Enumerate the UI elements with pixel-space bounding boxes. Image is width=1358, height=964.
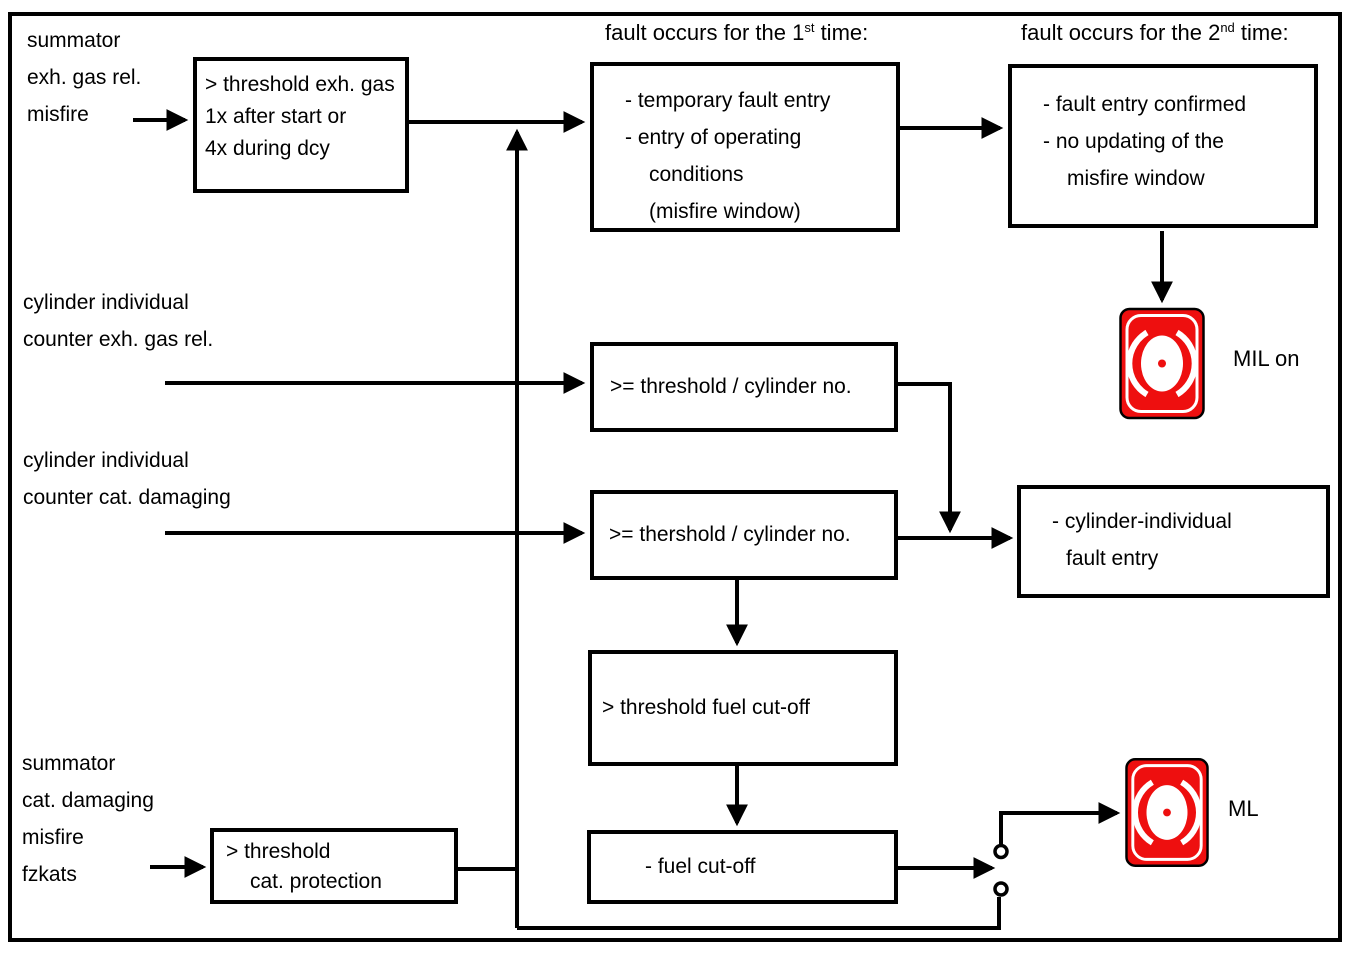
mil-warning-lamp-icon [1119, 307, 1205, 420]
ml-warning-lamp-icon [1125, 758, 1209, 867]
label-ml: ML [1228, 796, 1259, 821]
box-fuel-cutoff: - fuel cut-off [587, 830, 898, 904]
box-threshold-fuel-cutoff: > threshold fuel cut-off [588, 650, 898, 766]
label-cylinder-counter-cat: cylinder individual counter cat. damagin… [23, 449, 231, 509]
diagram-border [8, 12, 1342, 942]
box-threshold-cat-protection: > threshold cat. protection [210, 828, 458, 904]
label-cylinder-counter-exh: cylinder individual counter exh. gas rel… [23, 291, 214, 351]
label-summator-cat-damaging: summator cat. damaging misfire fzkats [22, 752, 154, 886]
header-fault-second-time: fault occurs for the 2nd time: [1021, 20, 1289, 45]
box-threshold-cylinder-exh: >= threshold / cylinder no. [590, 342, 898, 432]
label-mil-on: MIL on [1233, 346, 1300, 371]
box-first-time-actions: - temporary fault entry - entry of opera… [590, 62, 900, 232]
box-threshold-exh-gas: > threshold exh. gas 1x after start or 4… [193, 57, 409, 193]
box-second-time-actions: - fault entry confirmed - no updating of… [1008, 64, 1318, 228]
label-summator-exh-gas: summator exh. gas rel. misfire [27, 29, 142, 126]
box-threshold-cylinder-cat: >= thershold / cylinder no. [590, 490, 898, 580]
header-fault-first-time: fault occurs for the 1st time: [605, 20, 869, 45]
box-cylinder-individual-fault-entry: - cylinder-individual fault entry [1017, 485, 1330, 598]
